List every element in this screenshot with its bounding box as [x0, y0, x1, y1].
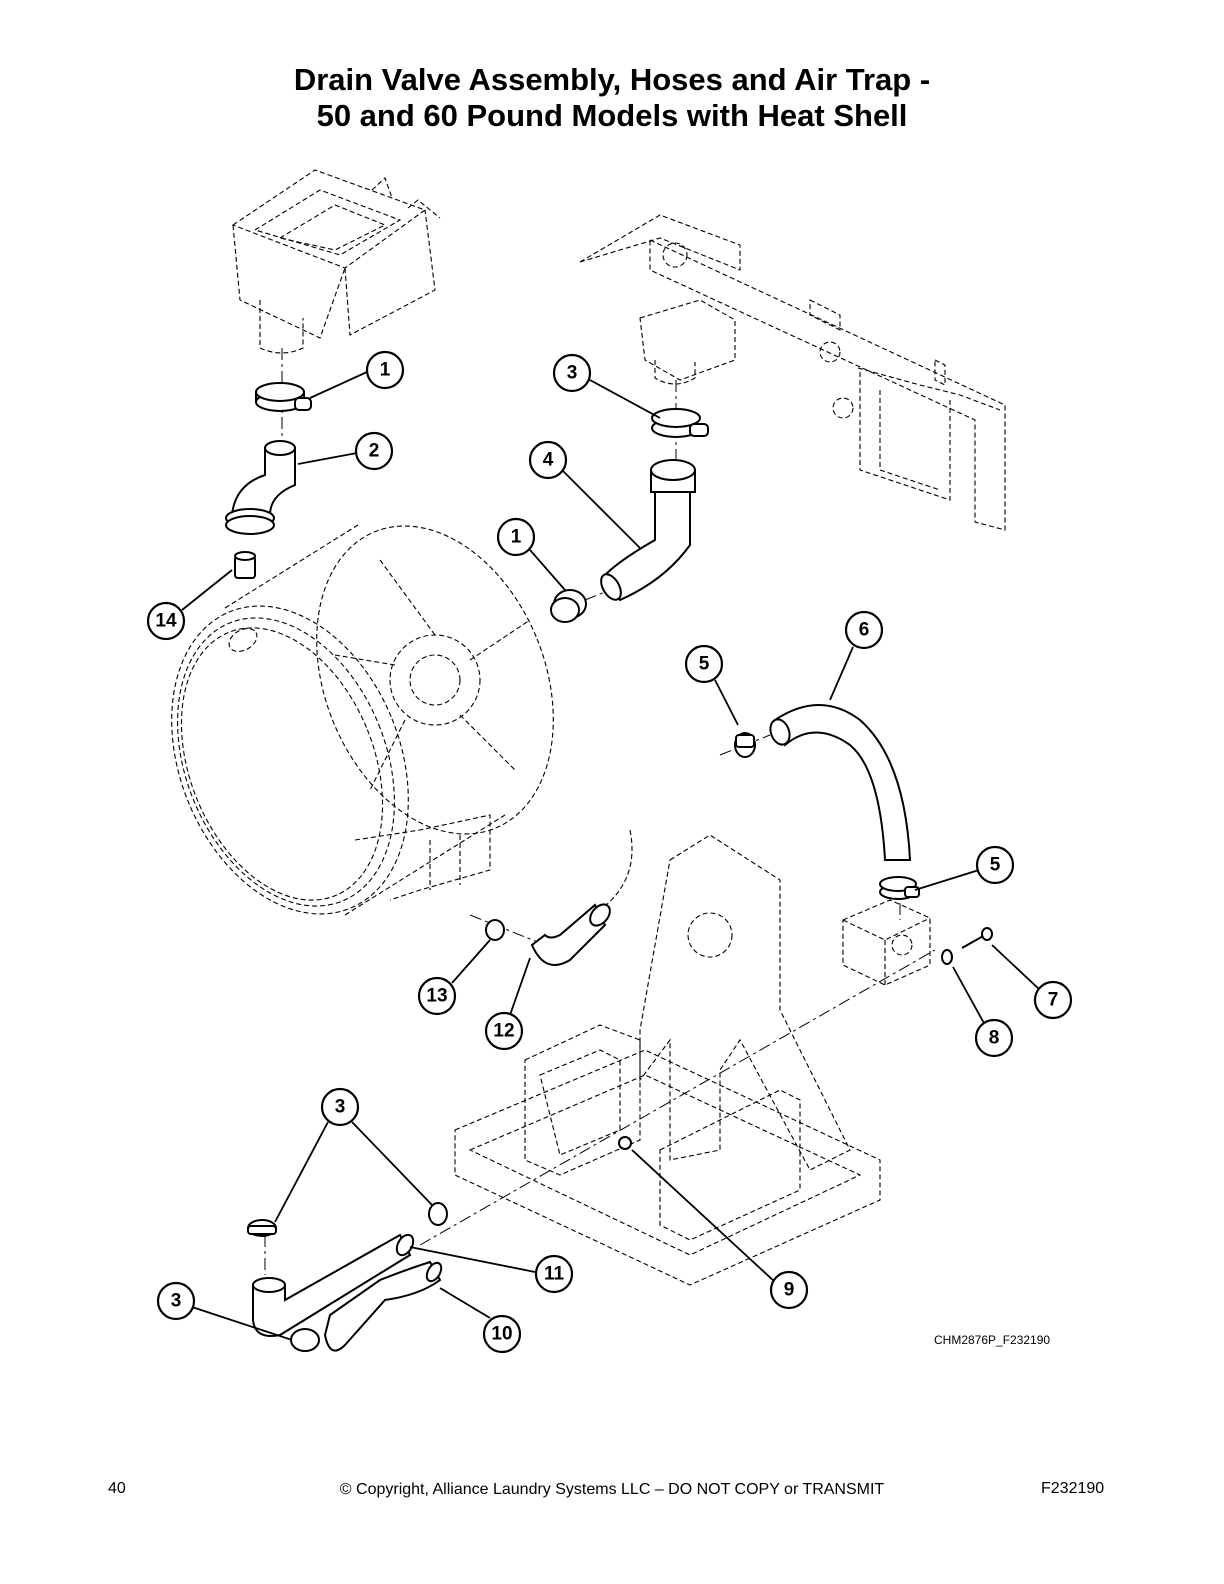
clamp-1-top: [255, 382, 312, 412]
callout-label: 9: [784, 1280, 795, 1301]
dispenser-outline: [231, 169, 441, 354]
page-title: Drain Valve Assembly, Hoses and Air Trap…: [0, 62, 1224, 134]
clamp-13: [485, 919, 505, 941]
parts: [225, 382, 993, 1352]
callout-label: 4: [543, 450, 554, 471]
callout-label: 5: [990, 855, 1001, 876]
callout-label: 14: [155, 611, 177, 632]
callout-label: 1: [511, 527, 522, 548]
clamp-5-lower: [879, 876, 920, 900]
screw-7: [961, 927, 993, 949]
callout-3-top: 3: [552, 353, 592, 393]
callout-1-middle: 1: [496, 517, 536, 557]
tub-outline: [171, 524, 554, 916]
callout-1-top: 1: [365, 350, 405, 390]
callout-label: 13: [426, 986, 447, 1007]
clamp-3-bottom: [290, 1328, 320, 1352]
base-frame-outline: [454, 829, 881, 1286]
page-number: 40: [108, 1480, 126, 1497]
document-id: F232190: [1041, 1480, 1105, 1497]
callout-label: 6: [859, 620, 870, 641]
callout-label: 2: [369, 441, 380, 462]
callout-12: 12: [484, 1011, 524, 1051]
valve-bracket-outline: [579, 214, 1006, 531]
callout-label: 3: [335, 1097, 346, 1118]
callout-5-top: 5: [684, 644, 724, 684]
callout-7: 7: [1033, 980, 1073, 1020]
hose-11: [252, 1233, 415, 1337]
callout-13: 13: [417, 976, 457, 1016]
callout-label: 5: [699, 654, 710, 675]
air-trap-outline: [842, 899, 931, 986]
hose-12: [530, 903, 611, 966]
callout-label: 11: [544, 1264, 565, 1285]
callout-label: 10: [491, 1324, 512, 1345]
callout-3-middle: 3: [320, 1087, 360, 1127]
callout-8: 8: [974, 1018, 1014, 1058]
clamp-5-top: [734, 732, 756, 758]
callout-2: 2: [354, 431, 394, 471]
clamp-1-middle: [550, 589, 587, 623]
elbow-hose-2: [225, 440, 296, 535]
callout-label: 7: [1048, 990, 1059, 1011]
callout-3-bottom: 3: [156, 1281, 196, 1321]
callout-5-lower: 5: [975, 845, 1015, 885]
callout-label: 3: [171, 1291, 182, 1312]
callout-label: 1: [380, 360, 391, 381]
title-line-2: 50 and 60 Pound Models with Heat Shell: [316, 98, 908, 133]
callout-label: 3: [567, 363, 578, 384]
callout-6: 6: [844, 610, 884, 650]
callout-11: 11: [534, 1254, 574, 1294]
hose-6: [769, 704, 912, 861]
figure-id: CHM2876P_F232190: [934, 1333, 1051, 1347]
clamp-3-right: [428, 1202, 448, 1226]
callout-14: 14: [146, 601, 186, 641]
hose-10: [323, 1260, 443, 1352]
callout-9: 9: [769, 1270, 809, 1310]
washer-8: [941, 949, 953, 965]
nut-9: [618, 1136, 632, 1150]
copyright-notice: © Copyright, Alliance Laundry Systems LL…: [339, 1481, 885, 1498]
clamp-3-left: [247, 1219, 277, 1237]
leader-lines: [181, 371, 1041, 1341]
callout-4: 4: [528, 440, 568, 480]
part-14-strainer: [234, 551, 256, 579]
title-line-1: Drain Valve Assembly, Hoses and Air Trap…: [293, 62, 931, 97]
callout-label: 12: [493, 1021, 514, 1042]
hose-4: [600, 459, 696, 602]
callout-label: 8: [989, 1028, 1000, 1049]
clamp-3-top: [651, 408, 709, 438]
callout-10: 10: [482, 1314, 522, 1354]
